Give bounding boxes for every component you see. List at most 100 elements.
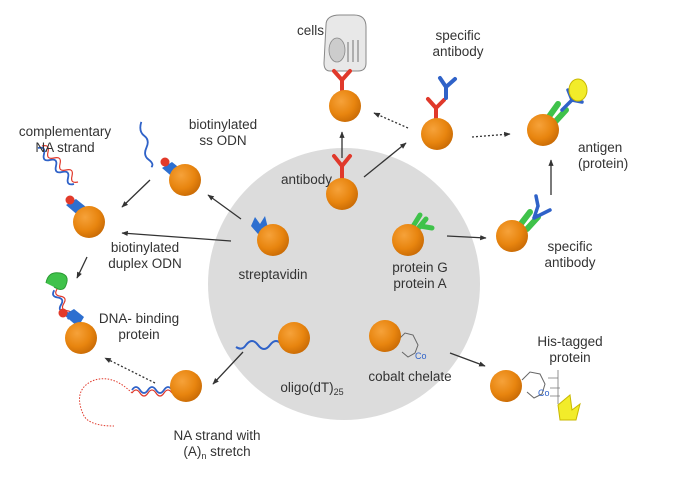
label-line: (A)n stretch — [152, 444, 282, 464]
bead-icon — [326, 178, 358, 210]
center-cobalt-bead: Co — [369, 320, 427, 361]
arrow-oligo-to-na — [212, 351, 244, 385]
specific-antibody-right-bead — [496, 194, 552, 252]
label-part: oligo(dT) — [280, 380, 334, 395]
label-specific-antibody-top: specific antibody — [418, 28, 498, 60]
label-specific-antibody-right: specific antibody — [530, 239, 610, 271]
antigen-icon — [568, 78, 588, 102]
bead-icon — [65, 322, 97, 354]
label-antibody: antibody — [280, 172, 332, 187]
label-his-tagged: His-tagged protein — [525, 334, 615, 366]
red-antibody-icon — [426, 97, 446, 122]
label-line: biotinylated — [188, 117, 258, 132]
center-streptavidin-bead — [251, 216, 289, 256]
arrow-specific-to-cells — [373, 112, 409, 129]
biotin-icon — [65, 195, 75, 205]
label-part: stretch — [206, 444, 251, 459]
bead-icon — [329, 90, 361, 122]
arrow-cobalt-to-his — [449, 352, 486, 367]
label-antigen: antigen (protein) — [578, 140, 640, 172]
bead-icon — [527, 114, 559, 146]
label-dna-binding: DNA- binding protein — [84, 311, 194, 343]
cobalt-symbol: Co — [538, 388, 550, 398]
label-line: NA strand — [35, 140, 95, 155]
label-line: His-tagged — [537, 334, 603, 349]
label-line: biotinylated — [110, 240, 180, 255]
his-tagged-bead: Co — [490, 370, 581, 421]
label-oligo-dt: oligo(dT)25 — [262, 380, 362, 400]
blue-antibody-icon — [438, 76, 457, 100]
poly-a-tail-icon — [79, 378, 133, 427]
center-disk — [208, 148, 480, 420]
oligo-strand-icon — [235, 340, 283, 350]
center-oligo-bead — [235, 322, 310, 354]
bead-icon — [257, 224, 289, 256]
label-line: protein A — [393, 276, 447, 291]
cells-bead — [323, 14, 367, 122]
label-line: complementary — [18, 124, 112, 139]
cobalt-symbol: Co — [415, 351, 427, 361]
bead-icon — [392, 224, 424, 256]
center-antibody-bead — [326, 154, 358, 210]
protein-icon — [557, 394, 581, 421]
label-protein-ga: protein G protein A — [375, 260, 465, 292]
dna-strand-red-icon — [131, 389, 173, 397]
label-line: antibody — [544, 255, 596, 270]
bead-icon — [490, 370, 522, 402]
center-proteinga-bead — [392, 212, 435, 256]
arrow-duplex-to-dnabinding — [76, 256, 88, 279]
biotin-icon — [58, 308, 68, 318]
biotin-icon — [160, 157, 170, 167]
chelate-ring-icon — [397, 332, 419, 358]
arrow-ss-to-duplex — [121, 179, 151, 208]
label-complementary-na: complementary NA strand — [5, 124, 125, 156]
label-line: specific — [435, 28, 481, 43]
label-line: specific — [547, 239, 593, 254]
arrow-specific-to-antigen — [471, 131, 511, 138]
dna-strand-blue-icon — [37, 146, 75, 186]
label-subscript: n — [201, 451, 207, 461]
dna-strand-blue-icon — [131, 386, 173, 394]
protein-g-icon — [517, 209, 541, 232]
label-line: (protein) — [578, 156, 629, 171]
dna-strand-blue-icon — [139, 121, 154, 168]
dna-binding-bead — [45, 272, 97, 354]
arrow-proteinga-to-specific — [446, 235, 487, 241]
dna-strand-red-icon — [41, 145, 79, 183]
label-na-strand: NA strand with (A)n stretch — [152, 428, 282, 464]
bead-icon — [169, 164, 201, 196]
label-cells: cells — [297, 23, 325, 38]
na-strand-bead — [79, 370, 202, 427]
label-part: (A) — [183, 444, 202, 459]
bead-icon — [278, 322, 310, 354]
his-tag-icon — [548, 370, 560, 404]
dna-binding-protein-icon — [45, 272, 68, 290]
chelate-ring-icon — [521, 371, 546, 399]
arrow-strep-to-duplex — [121, 230, 232, 242]
organelle-icon — [347, 40, 359, 62]
arrow-strep-to-ss — [207, 194, 242, 220]
label-line: NA strand with — [173, 428, 261, 443]
label-biotinylated-duplex: biotinylated duplex ODN — [95, 240, 195, 272]
label-streptavidin: streptavidin — [238, 267, 308, 282]
red-antibody-icon — [332, 69, 352, 92]
label-line: protein — [118, 327, 160, 342]
arrows — [76, 112, 554, 385]
label-line: antigen — [578, 140, 623, 155]
specific-antibody-top-bead — [421, 76, 457, 150]
arrow-na-to-dnabinding — [104, 357, 156, 384]
label-biotinylated-ss: biotinylated ss ODN — [178, 117, 268, 149]
label-subscript: 25 — [333, 387, 344, 397]
label-line: DNA- binding — [98, 311, 180, 326]
label-line: duplex ODN — [108, 256, 182, 271]
background-panel — [637, 0, 700, 487]
label-line: antibody — [432, 44, 484, 59]
label-line: ss ODN — [199, 133, 247, 148]
label-line: protein — [549, 350, 591, 365]
nucleus-icon — [328, 37, 346, 63]
bead-icon — [369, 320, 401, 352]
label-cobalt-chelate: cobalt chelate — [368, 369, 452, 384]
biotinylated-ss-bead — [139, 121, 201, 196]
